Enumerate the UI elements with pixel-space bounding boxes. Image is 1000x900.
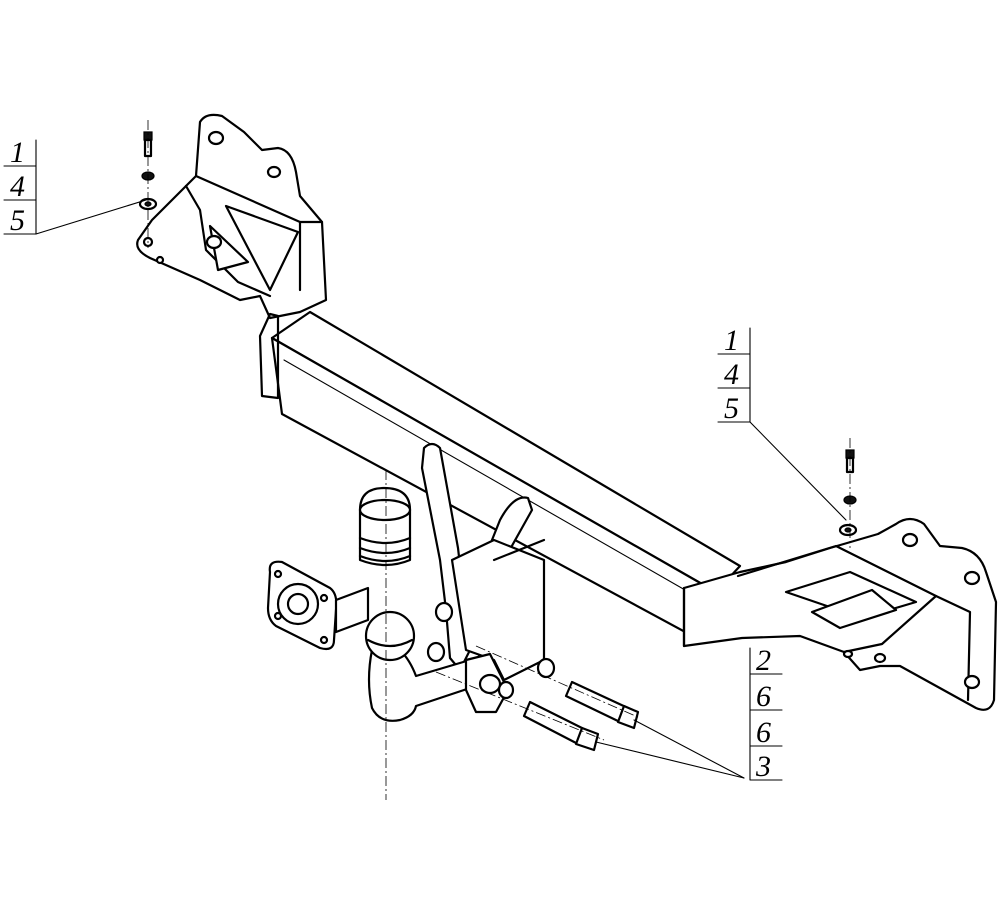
leader-lines	[35, 199, 847, 779]
callout-bottom-label-2: 6	[756, 680, 771, 713]
left-mounting-bracket	[136, 113, 328, 320]
callout-bottom-label-1: 2	[756, 644, 771, 677]
callout-left: 1 4 5	[3, 136, 37, 237]
right-fastener-stack	[838, 449, 858, 537]
callout-left-label-1: 1	[10, 136, 25, 169]
callout-right-label-2: 4	[724, 358, 739, 391]
tow-ball	[364, 610, 510, 722]
callout-bottom: 2 6 6 3	[749, 644, 783, 783]
callout-right-label-1: 1	[724, 324, 739, 357]
drop-plates	[420, 442, 546, 692]
callout-left-label-2: 4	[10, 170, 25, 203]
cross-beam	[258, 310, 742, 642]
callout-left-label-3: 5	[10, 204, 25, 237]
callout-bottom-label-4: 3	[755, 750, 771, 783]
callout-right-label-3: 5	[724, 392, 739, 425]
center-lines	[147, 120, 851, 800]
plate-nuts	[426, 601, 556, 700]
callout-right: 1 4 5	[717, 324, 751, 425]
socket-bracket	[266, 560, 370, 651]
callout-bottom-label-3: 6	[756, 716, 771, 749]
ball-cover	[358, 486, 412, 567]
right-mounting-bracket	[682, 517, 998, 711]
